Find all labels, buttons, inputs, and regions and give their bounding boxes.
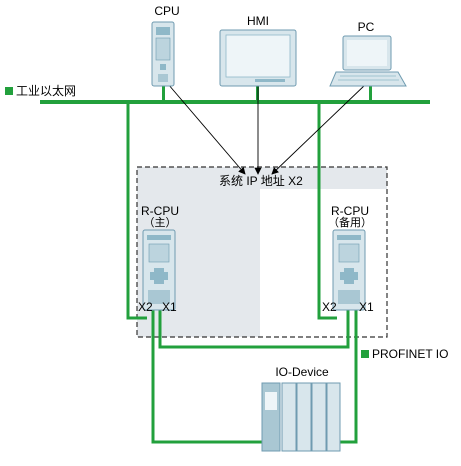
industrial-ethernet-label: 工业以太网 — [16, 84, 77, 98]
redundant-system-boundary — [136, 166, 388, 338]
profinet-ring-to-io — [340, 300, 358, 444]
profinet-io-label: PROFINET IO — [372, 347, 449, 361]
hmi-drop-line — [256, 86, 259, 102]
io-device-icon — [261, 382, 341, 452]
profinet-ring-outer — [151, 300, 262, 444]
cpu-device-icon — [151, 21, 175, 87]
rcpu-backup-icon — [332, 229, 366, 311]
hmi-label: HMI — [247, 14, 269, 28]
primary-x1-port-label: X1 — [162, 300, 177, 314]
cpu-drop-line — [162, 86, 165, 102]
pc-device-icon — [329, 35, 407, 87]
io-device-label: IO-Device — [275, 365, 329, 379]
cpu-label: CPU — [154, 4, 180, 18]
pc-drop-line — [369, 86, 372, 102]
pc-label: PC — [357, 20, 375, 34]
backup-x1-port-label: X1 — [359, 300, 374, 314]
profinet-ring-outer-right — [158, 300, 350, 349]
backup-x2-port-label: X2 — [322, 300, 337, 314]
rcpu-primary-label: R-CPU — [141, 204, 179, 218]
pc-arrow — [271, 77, 374, 175]
profinet-legend-swatch — [361, 350, 369, 358]
primary-x2-port-label: X2 — [138, 300, 153, 314]
rcpu-primary-role: （主） — [143, 217, 177, 229]
primary-x2-link — [126, 102, 147, 320]
rcpu-backup-label: R-CPU — [331, 204, 369, 218]
system-ip-label: 系统 IP 地址 X2 — [219, 174, 303, 188]
rcpu-primary-icon — [142, 229, 176, 311]
rcpu-backup-role: （备用） — [328, 217, 372, 229]
industrial-ethernet-legend-swatch — [5, 87, 13, 95]
cpu-arrow — [161, 76, 246, 175]
hmi-device-icon — [219, 29, 297, 87]
